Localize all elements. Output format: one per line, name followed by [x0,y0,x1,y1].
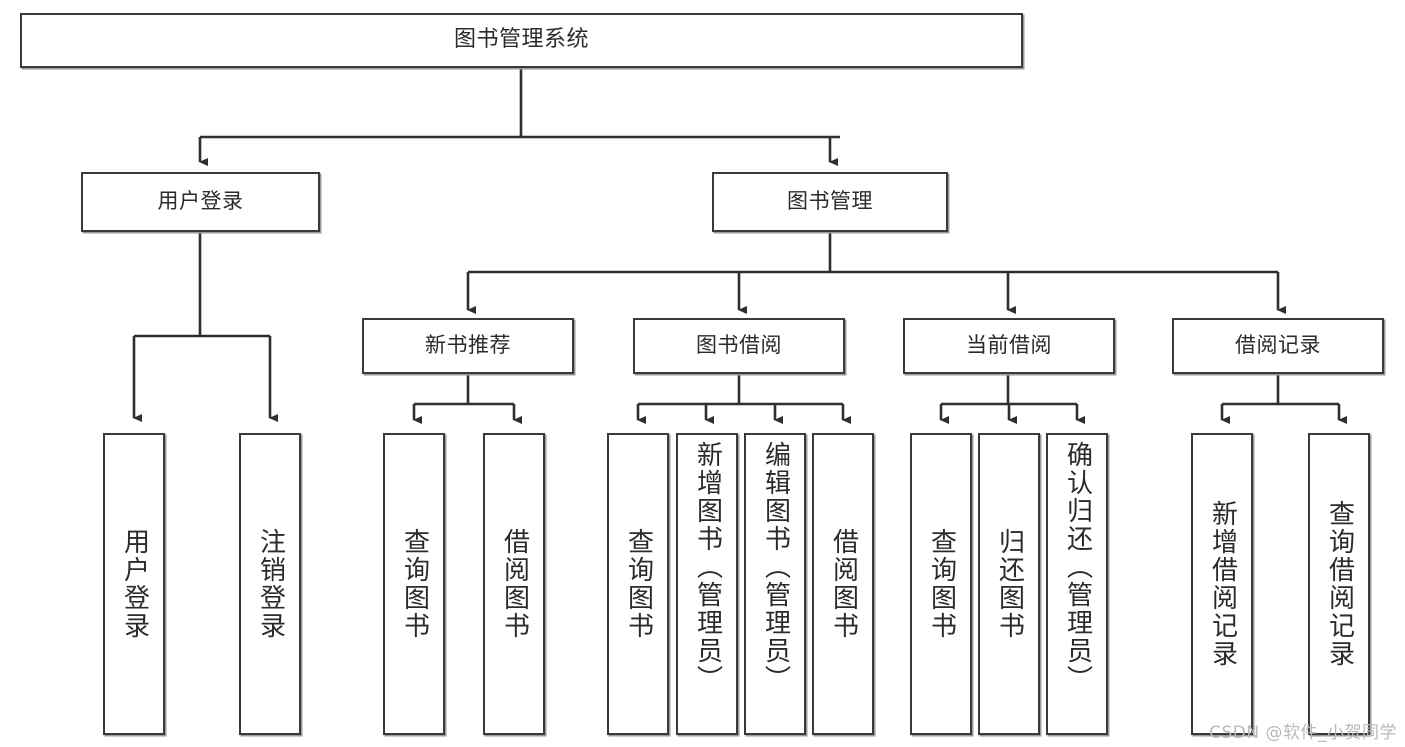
leaf-borrow-book-borrow[interactable]: 借阅图书 [812,433,874,735]
leaf-add-book-admin-label: 新增图书（管理员） [692,441,723,693]
leaf-borrow-book-borrow-label: 借阅图书 [828,528,859,640]
leaf-add-borrow-record[interactable]: 新增借阅记录 [1191,433,1253,735]
leaf-logout-login[interactable]: 注销登录 [239,433,301,735]
leaf-return-book[interactable]: 归还图书 [978,433,1040,735]
node-book-borrow[interactable]: 图书借阅 [633,318,845,374]
node-current-borrow-label: 当前借阅 [966,333,1052,358]
node-root-book-management-system[interactable]: 图书管理系统 [20,13,1023,68]
leaf-return-book-label: 归还图书 [994,528,1025,640]
node-borrow-record-label: 借阅记录 [1235,333,1321,358]
csdn-watermark: CSDN @软件_小贺同学 [1209,723,1397,743]
leaf-query-book-borrow[interactable]: 查询图书 [607,433,669,735]
node-new-book-recommend[interactable]: 新书推荐 [362,318,574,374]
leaf-add-book-admin[interactable]: 新增图书（管理员） [676,433,738,735]
leaf-user-login-label: 用户登录 [119,528,150,640]
leaf-query-book-current-label: 查询图书 [926,528,957,640]
leaf-query-book-current[interactable]: 查询图书 [910,433,972,735]
node-borrow-record[interactable]: 借阅记录 [1172,318,1384,374]
leaf-borrow-book-recommend-label: 借阅图书 [499,528,530,640]
leaf-query-borrow-record-label: 查询借阅记录 [1324,500,1355,668]
leaf-query-book-recommend-label: 查询图书 [399,528,430,640]
leaf-edit-book-admin-label: 编辑图书（管理员） [760,441,791,693]
leaf-confirm-return-admin[interactable]: 确认归还（管理员） [1046,433,1108,735]
leaf-query-book-borrow-label: 查询图书 [623,528,654,640]
node-root-label: 图书管理系统 [453,27,589,53]
leaf-logout-login-label: 注销登录 [255,528,286,640]
leaf-edit-book-admin[interactable]: 编辑图书（管理员） [744,433,806,735]
leaf-confirm-return-admin-label: 确认归还（管理员） [1062,441,1093,693]
node-book-borrow-label: 图书借阅 [696,333,782,358]
leaf-query-book-recommend[interactable]: 查询图书 [383,433,445,735]
node-current-borrow[interactable]: 当前借阅 [903,318,1115,374]
node-new-book-recommend-label: 新书推荐 [425,333,511,358]
node-user-login[interactable]: 用户登录 [81,172,320,232]
leaf-add-borrow-record-label: 新增借阅记录 [1207,500,1238,668]
node-book-manage-label: 图书管理 [787,189,873,214]
leaf-user-login[interactable]: 用户登录 [103,433,165,735]
leaf-query-borrow-record[interactable]: 查询借阅记录 [1308,433,1370,735]
node-user-login-label: 用户登录 [157,189,244,214]
leaf-borrow-book-recommend[interactable]: 借阅图书 [483,433,545,735]
node-book-manage[interactable]: 图书管理 [712,172,948,232]
